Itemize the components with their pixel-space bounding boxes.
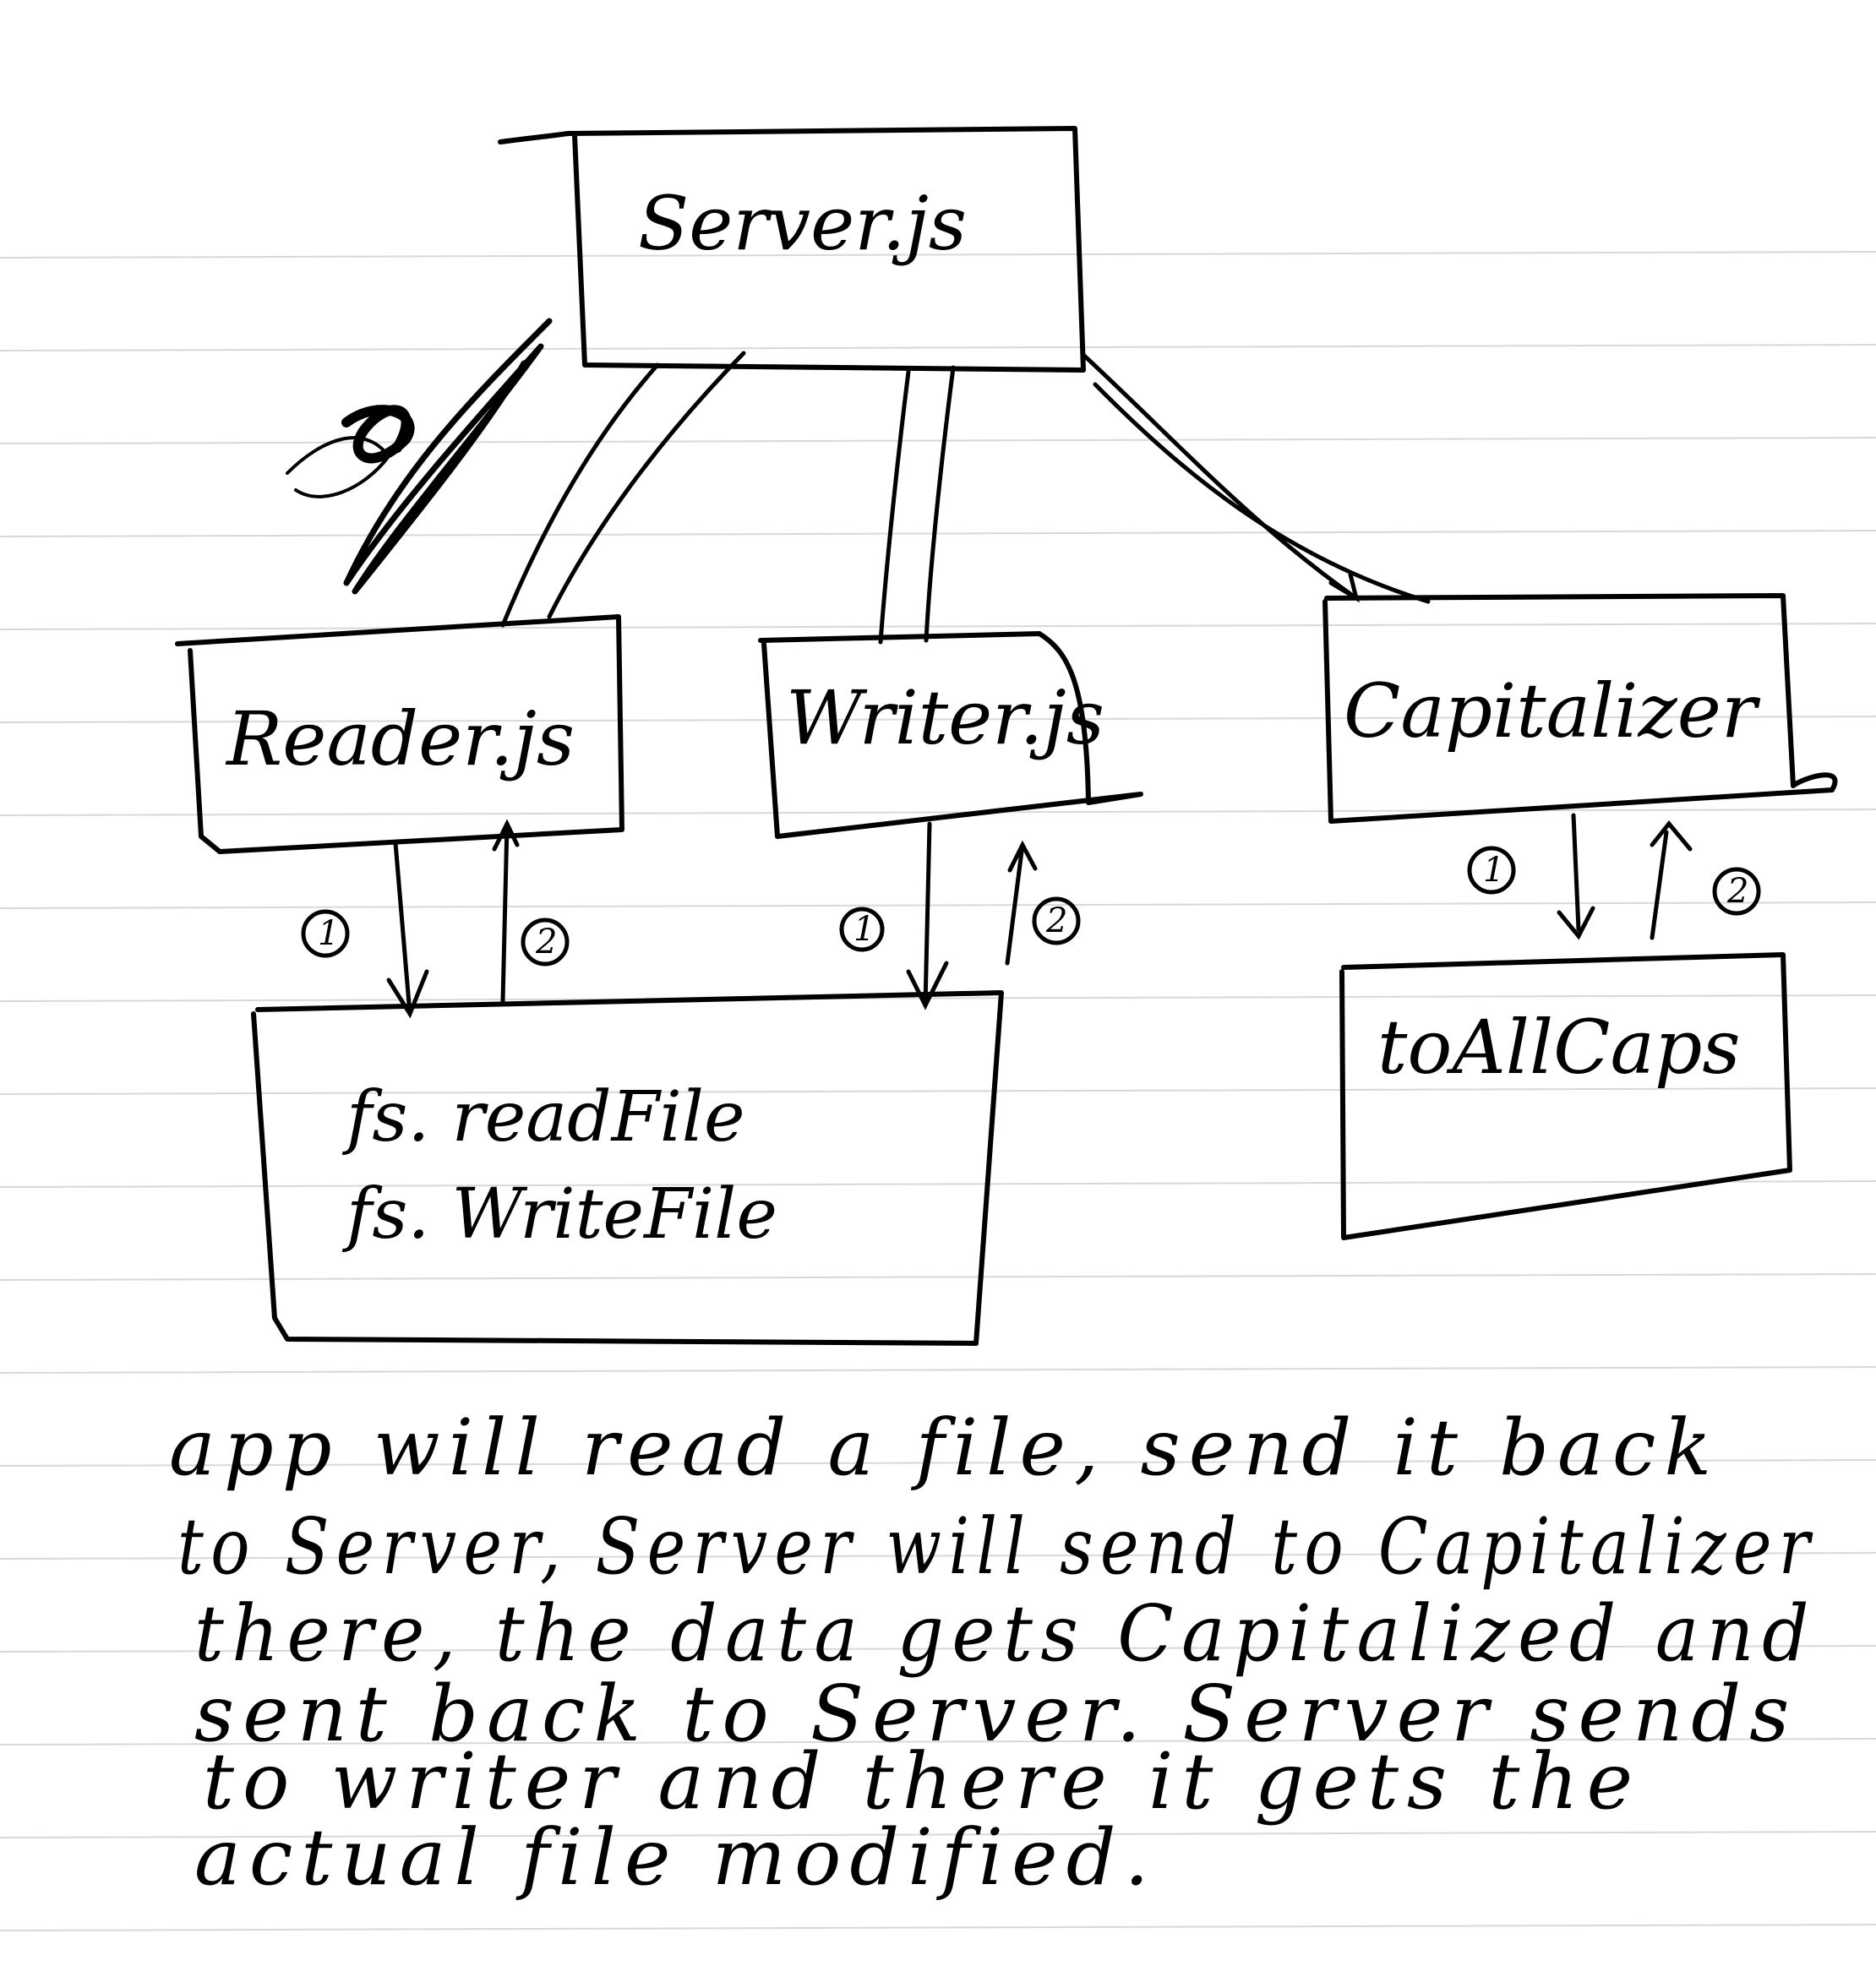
edge-server-writer (878, 365, 956, 645)
note-line-3: there, the data gets Capitalized and (194, 1588, 1817, 1679)
fs-writefile-label: fs. WriteFile (341, 1174, 777, 1255)
server-node: Server.js (498, 126, 1086, 373)
writer-node-label: Writer.js (786, 674, 1104, 761)
capitalizer-node: Capitalizer (1322, 593, 1838, 824)
note-line-6: actual file modified. (194, 1812, 1158, 1903)
fs-node: fs. readFile fs. WriteFile (251, 990, 1004, 1346)
notes-block: app will read a file, send it back to Se… (169, 1402, 1817, 1903)
step-cap-2: 2 (1726, 872, 1748, 911)
edge-server-capitalizer (1081, 352, 1431, 604)
arrows-writer-fs: 1 2 (839, 821, 1081, 1010)
ruled-lines (0, 251, 1876, 1931)
step-cap-1: 1 (1483, 851, 1504, 890)
reader-node: Reader.js (175, 614, 624, 854)
arrows-reader-fs: 1 2 (301, 819, 570, 1019)
step-reader-2: 2 (535, 923, 557, 961)
scribble-mark (286, 318, 553, 595)
note-line-5: to writer and there it gets the (203, 1736, 1641, 1827)
edge-server-reader (500, 351, 746, 628)
writer-node: Writer.js (758, 631, 1143, 839)
step-writer-2: 2 (1045, 901, 1067, 940)
step-writer-1: 1 (853, 910, 875, 949)
server-node-label: Server.js (638, 180, 967, 267)
fs-readfile-label: fs. readFile (341, 1077, 745, 1157)
note-line-2: to Server, Server will send to Capitaliz… (177, 1501, 1817, 1592)
reader-node-label: Reader.js (225, 695, 575, 782)
step-reader-1: 1 (318, 914, 339, 953)
arrows-capitalizer-caps: 1 2 (1467, 813, 1761, 940)
caps-node-label: toAllCaps (1377, 1004, 1740, 1091)
caps-node: toAllCaps (1339, 952, 1792, 1240)
capitalizer-node-label: Capitalizer (1344, 667, 1761, 754)
note-line-4: sent back to Server. Server sends (194, 1669, 1797, 1759)
note-line-1: app will read a file, send it back (169, 1402, 1720, 1493)
